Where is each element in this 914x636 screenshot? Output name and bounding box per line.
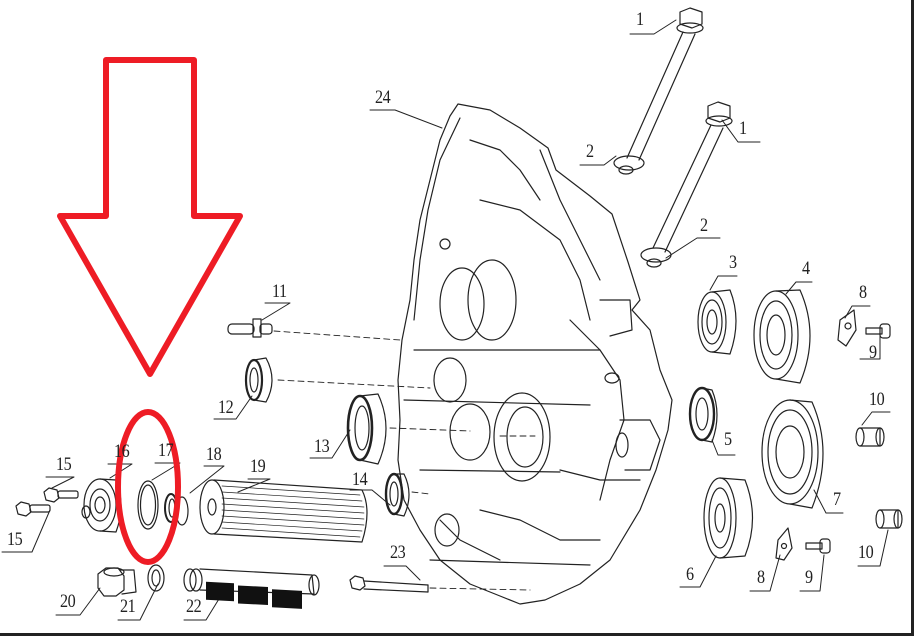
part-6-7-bearings	[703, 399, 824, 559]
red-ellipse-highlight	[115, 409, 181, 565]
part-1-2-bolts	[613, 7, 733, 268]
callout-part-13[interactable]: 13	[314, 436, 330, 457]
part-11-pin	[227, 318, 273, 338]
part-12-14-seals	[244, 357, 410, 517]
callout-part-2a[interactable]: 2	[586, 141, 594, 162]
part-15-bolts	[15, 487, 79, 517]
callout-part-11[interactable]: 11	[272, 281, 287, 302]
frame-border-bottom	[0, 633, 914, 636]
callout-part-18[interactable]: 18	[206, 444, 222, 465]
callout-part-9a[interactable]: 9	[869, 342, 877, 363]
callout-part-15b[interactable]: 15	[7, 529, 23, 550]
callout-part-4[interactable]: 4	[802, 258, 810, 279]
callout-part-15a[interactable]: 15	[56, 454, 72, 475]
part-24-crankcase	[397, 103, 673, 605]
callout-part-17[interactable]: 17	[158, 440, 174, 461]
callout-part-8b[interactable]: 8	[757, 567, 765, 588]
callout-part-8a[interactable]: 8	[859, 282, 867, 303]
frame-border-right	[911, 0, 914, 636]
part-20-drain-plug	[97, 567, 137, 597]
part-22-screen-tube	[183, 568, 320, 609]
part-23-bolt	[349, 575, 429, 593]
highlight-annotations	[57, 57, 243, 565]
part-19-oil-filter	[199, 479, 368, 543]
callout-part-10a[interactable]: 10	[869, 389, 885, 410]
callout-part-7[interactable]: 7	[833, 489, 841, 510]
part-3-4-bearings	[697, 289, 811, 384]
assembly-dashed-lines	[273, 330, 536, 591]
callout-part-24[interactable]: 24	[375, 87, 391, 108]
part-21-washer	[147, 564, 165, 592]
part-17-o-ring	[137, 480, 159, 530]
callout-part-14[interactable]: 14	[352, 469, 368, 490]
callout-part-16[interactable]: 16	[114, 441, 130, 462]
callout-part-1a[interactable]: 1	[636, 9, 644, 30]
red-down-arrow-icon	[57, 57, 243, 377]
callout-part-2b[interactable]: 2	[700, 215, 708, 236]
callout-part-3[interactable]: 3	[729, 252, 737, 273]
leader-lines	[1, 19, 891, 621]
callout-part-5[interactable]: 5	[724, 429, 732, 450]
part-8-9-brackets	[775, 309, 891, 561]
part-5-oil-seal	[688, 386, 718, 443]
callout-part-19[interactable]: 19	[250, 456, 266, 477]
callout-part-21[interactable]: 21	[120, 596, 136, 617]
callout-part-12[interactable]: 12	[218, 397, 234, 418]
part-10-dowels	[855, 427, 903, 529]
callout-part-10b[interactable]: 10	[858, 542, 874, 563]
callout-part-22[interactable]: 22	[186, 596, 202, 617]
callout-part-6[interactable]: 6	[686, 564, 694, 585]
callout-part-9b[interactable]: 9	[805, 567, 813, 588]
callout-part-23[interactable]: 23	[390, 542, 406, 563]
callout-part-20[interactable]: 20	[60, 591, 76, 612]
callout-part-1b[interactable]: 1	[739, 118, 747, 139]
